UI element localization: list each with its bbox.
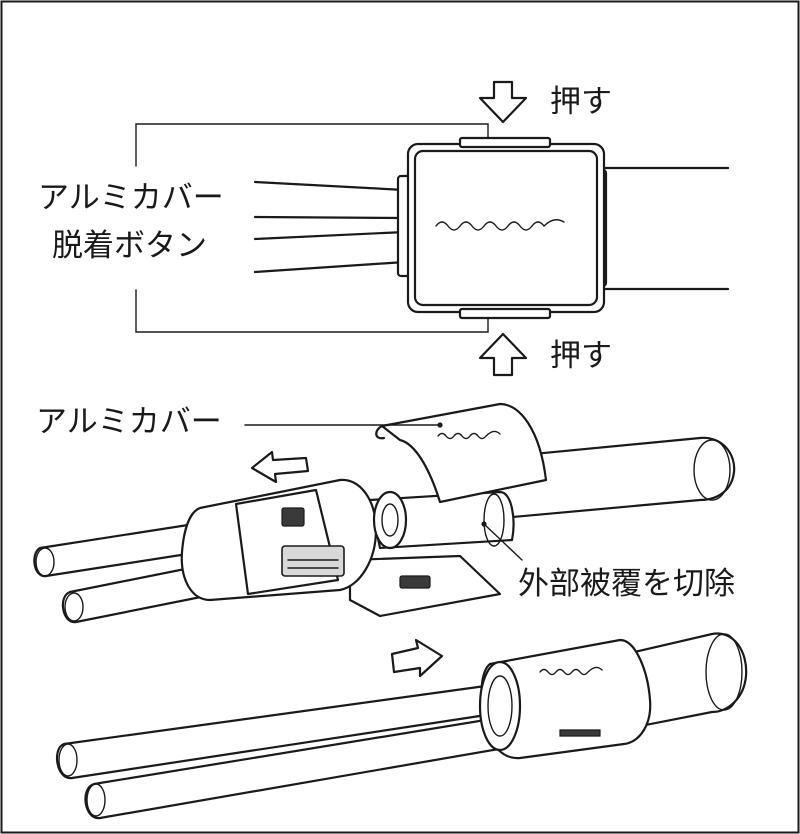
connector-open — [180, 478, 408, 602]
top-view — [135, 80, 730, 377]
cut-sheath-label: 外部被覆を切除 — [518, 566, 735, 602]
slide-left-arrow-icon — [250, 450, 310, 484]
alu-cover-open — [375, 402, 548, 504]
slide-right-arrow-icon — [390, 638, 444, 678]
connector-installed — [478, 638, 652, 760]
push-label-top: 押す — [550, 84, 612, 120]
release-button-label-line1: アルミカバー — [38, 180, 224, 216]
push-up-arrow-icon — [478, 332, 528, 377]
cable-right — [598, 166, 730, 291]
middle-view — [33, 402, 736, 624]
cut-sheath-leader — [483, 523, 523, 561]
release-button-label-line2: 脱着ボタン — [52, 228, 207, 264]
connector-top-view — [396, 136, 608, 320]
push-label-bottom: 押す — [550, 338, 612, 374]
bottom-view — [55, 632, 748, 820]
alu-cover-label: アルミカバー — [36, 404, 222, 440]
push-down-arrow-icon — [478, 80, 528, 124]
wires-left — [253, 180, 407, 274]
release-button-leader — [135, 123, 489, 333]
